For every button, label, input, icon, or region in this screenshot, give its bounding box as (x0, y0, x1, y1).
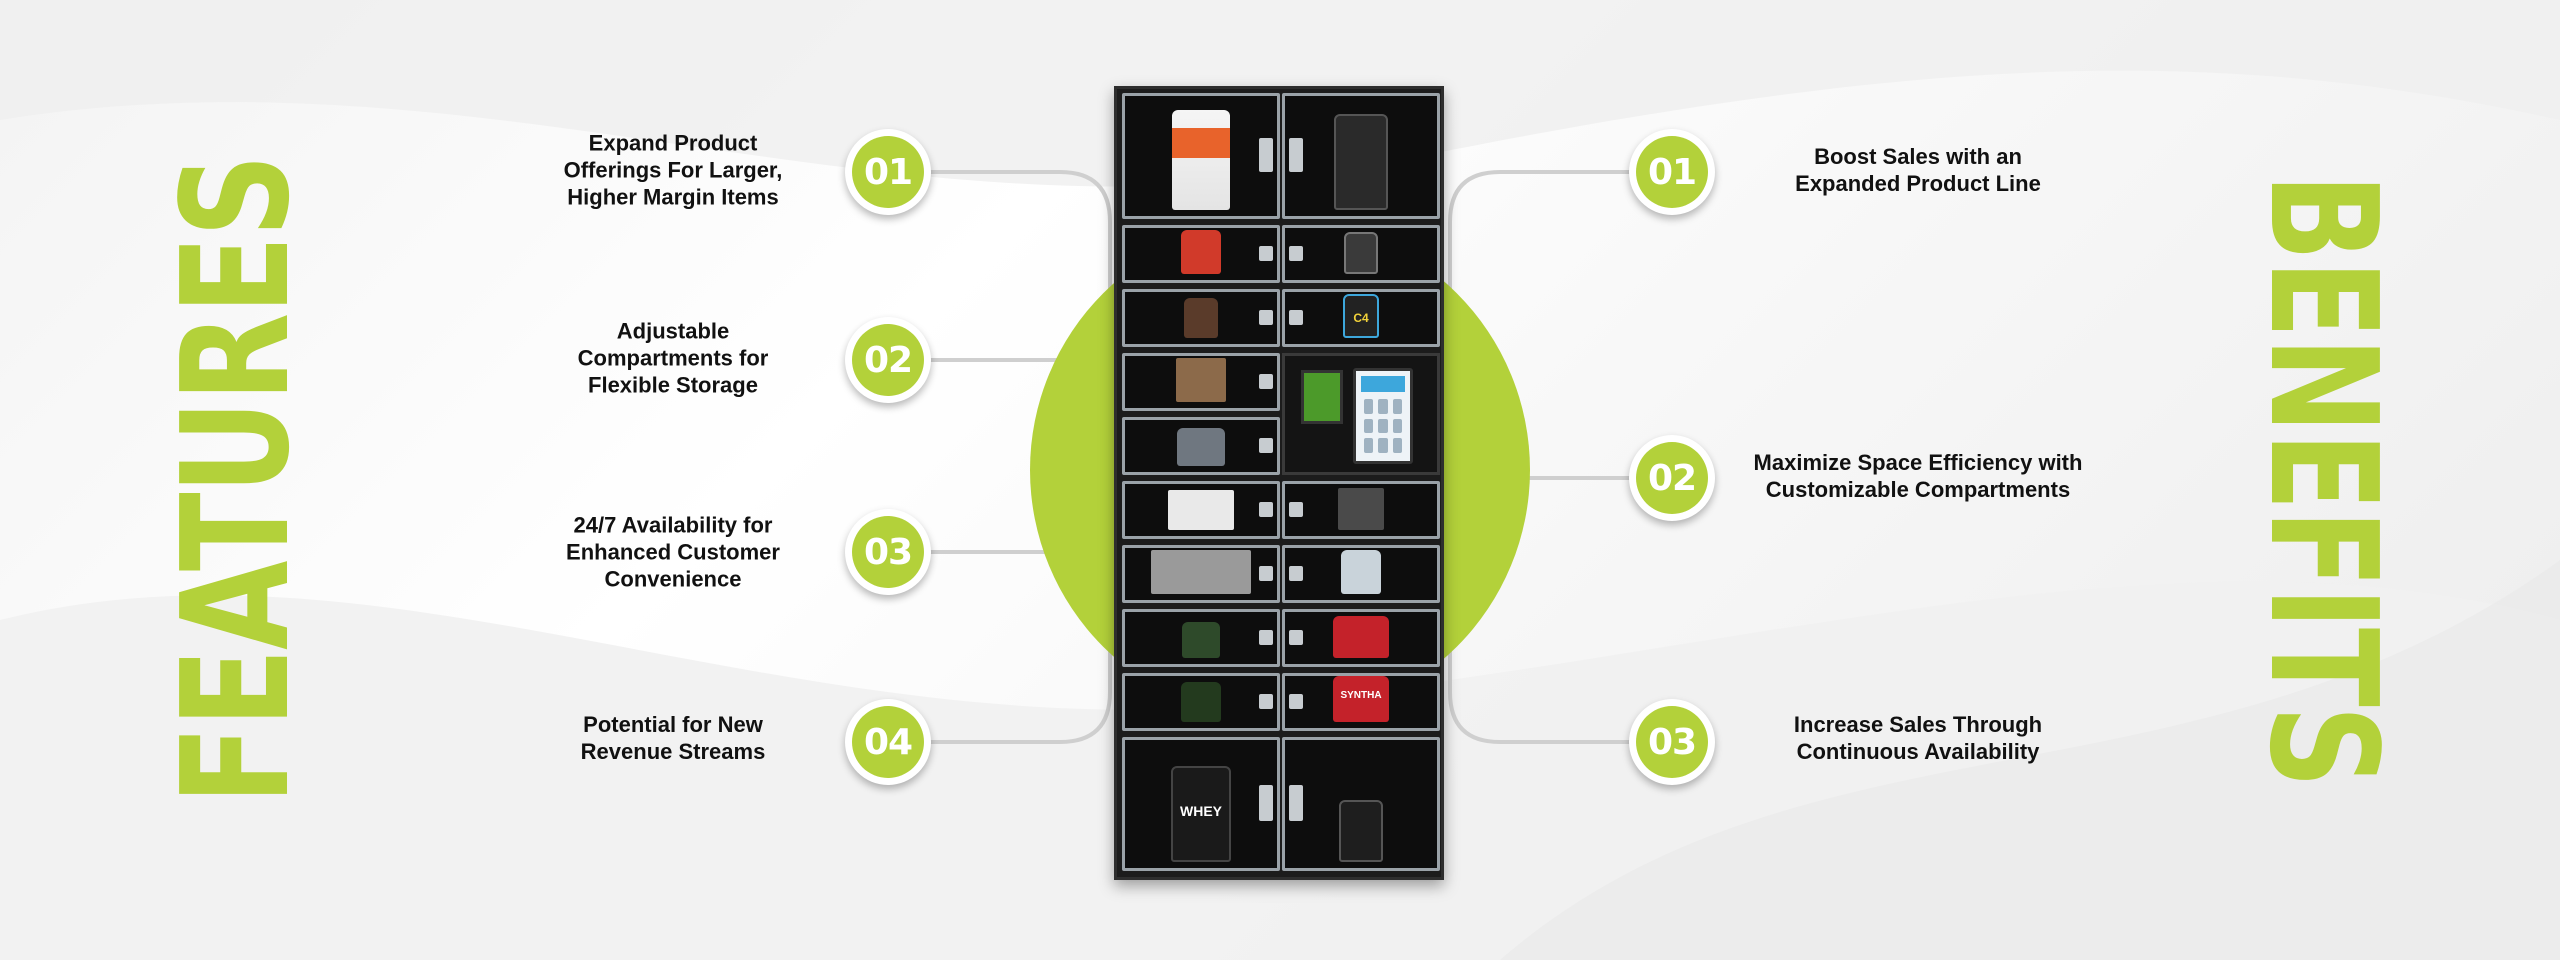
benefit-number-03: 03 (1636, 706, 1708, 778)
product-tub (1181, 682, 1221, 722)
locker-compartment (1282, 545, 1440, 603)
benefit-connector-01 (1448, 170, 1630, 330)
locker-compartment (1282, 225, 1440, 283)
locker-compartment (1122, 481, 1280, 539)
locker-compartment (1122, 673, 1280, 731)
product-tub-syntha: SYNTHA (1333, 676, 1389, 722)
product-tub (1333, 616, 1389, 658)
feature-number-04: 04 (852, 706, 924, 778)
product-tub (1339, 800, 1383, 862)
locker-compartment (1282, 93, 1440, 219)
feature-number-01: 01 (852, 136, 924, 208)
feature-connector-01 (930, 170, 1112, 330)
product-tub (1181, 230, 1221, 274)
c4-label: C4 (1353, 311, 1369, 326)
product-box (1338, 488, 1384, 530)
whey-label: WHEY (1180, 802, 1222, 819)
product-tub (1334, 114, 1388, 210)
benefit-badge-03: 03 (1629, 699, 1715, 785)
feature-badge-01: 01 (845, 129, 931, 215)
benefit-badge-02: 02 (1629, 435, 1715, 521)
feature-badge-03: 03 (845, 509, 931, 595)
product-tub (1172, 110, 1230, 210)
benefit-number-01: 01 (1636, 136, 1708, 208)
locker-compartment: C4 (1282, 289, 1440, 347)
product-tub (1344, 232, 1378, 274)
locker-compartment (1282, 737, 1440, 871)
feature-number-03: 03 (852, 516, 924, 588)
feature-text-04: Potential for New Revenue Streams (580, 712, 766, 764)
touch-keypad (1353, 368, 1413, 464)
product-tub-whey: WHEY (1171, 766, 1231, 862)
feature-connector-04 (930, 600, 1112, 744)
product-tub-c4: C4 (1343, 294, 1379, 338)
locker-compartment (1122, 289, 1280, 347)
locker-compartment (1122, 545, 1280, 603)
shaker-bottle (1341, 550, 1381, 594)
locker-compartment (1122, 417, 1280, 475)
benefit-connector-03 (1448, 600, 1630, 744)
feature-text-03: 24/7 Availability for Enhanced Customer … (566, 512, 780, 592)
kiosk-control-panel (1282, 353, 1440, 475)
locker-compartment: WHEY (1122, 737, 1280, 871)
locker-compartment (1122, 93, 1280, 219)
product-tub (1184, 298, 1218, 338)
product-box (1168, 490, 1234, 530)
benefit-text-02: Maximize Space Efficiency with Customiza… (1753, 450, 2083, 502)
locker-compartment: SYNTHA (1282, 673, 1440, 731)
syntha-label: SYNTHA (1340, 689, 1382, 701)
product-tub (1182, 622, 1220, 658)
product-box (1176, 358, 1226, 402)
feature-number-02: 02 (852, 324, 924, 396)
benefit-number-02: 02 (1636, 442, 1708, 514)
locker-compartment (1122, 225, 1280, 283)
locker-compartment (1282, 481, 1440, 539)
locker-compartment (1122, 353, 1280, 411)
cabinet-left-column: WHEY (1122, 93, 1280, 873)
card-reader-screen (1301, 370, 1343, 424)
product-tub (1177, 428, 1225, 466)
benefit-badge-01: 01 (1629, 129, 1715, 215)
benefit-text-03: Increase Sales Through Continuous Availa… (1793, 712, 2043, 764)
cabinet-right-column: C4 (1282, 93, 1440, 873)
locker-compartment (1122, 609, 1280, 667)
feature-badge-04: 04 (845, 699, 931, 785)
feature-text-01: Expand Product Offerings For Larger, Hig… (563, 130, 783, 210)
product-box (1151, 550, 1251, 594)
benefit-text-01: Boost Sales with an Expanded Product Lin… (1795, 144, 2041, 196)
feature-text-02: Adjustable Compartments for Flexible Sto… (577, 318, 769, 398)
feature-badge-02: 02 (845, 317, 931, 403)
locker-compartment (1282, 609, 1440, 667)
locker-cabinet: WHEY C4 (1114, 86, 1444, 880)
